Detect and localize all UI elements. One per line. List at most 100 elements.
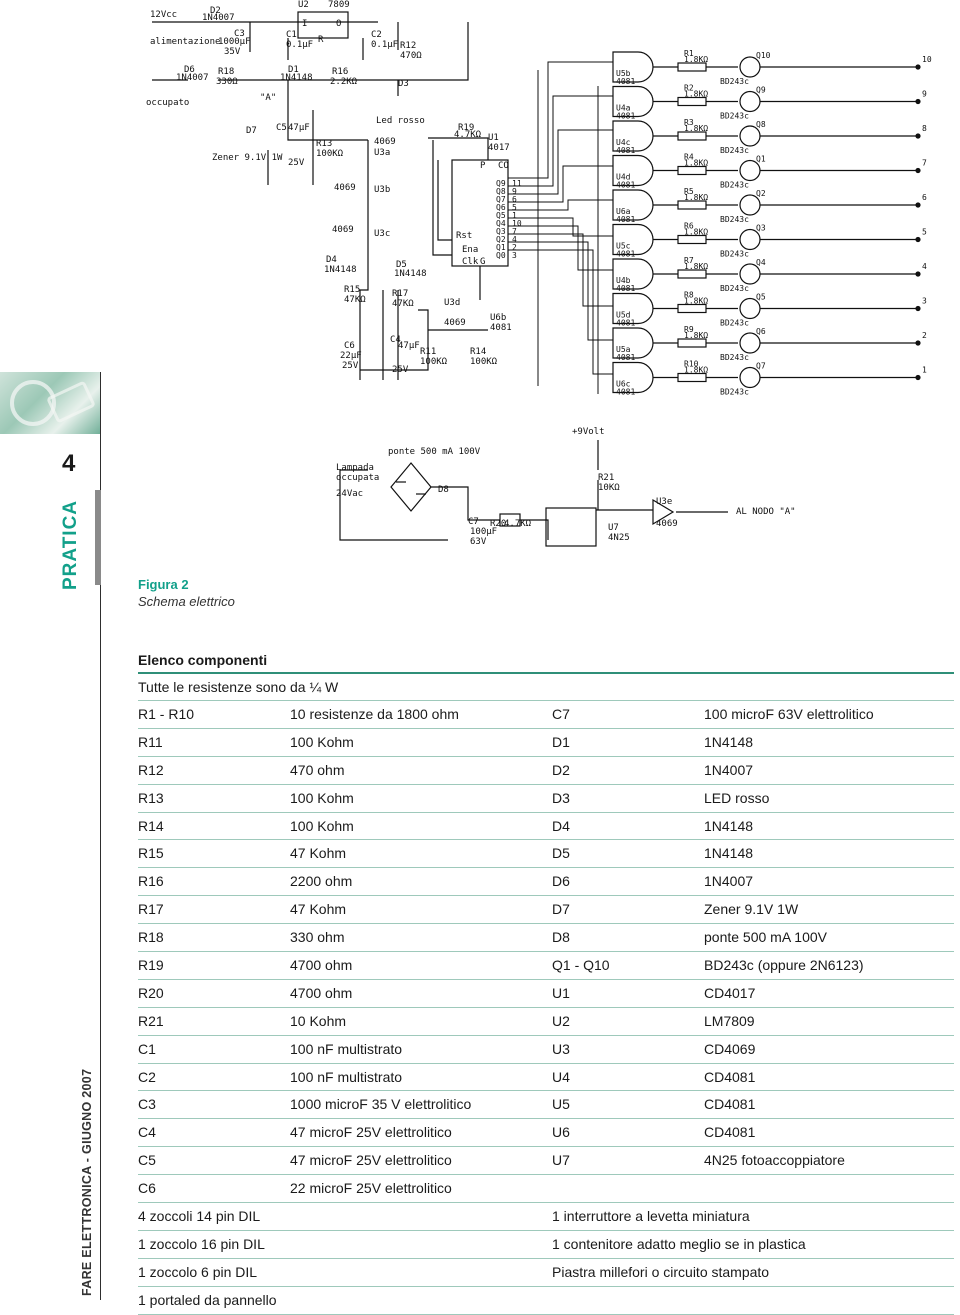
output-number: 4	[922, 262, 927, 271]
transistor-symbol	[739, 332, 761, 354]
gate-label: U6a	[616, 207, 631, 216]
component-cell: 100 Kohm	[290, 789, 354, 806]
component-cell: CD4081	[704, 1096, 756, 1113]
resistor-value: 1.8KΩ	[684, 193, 708, 202]
and-gate	[612, 85, 654, 118]
component-cell: CD4081	[704, 1068, 756, 1085]
schematic-label: 4.7KΩ	[454, 130, 482, 140]
base-resistor	[677, 269, 707, 279]
component-cell: U4	[552, 1068, 570, 1085]
gate-label: U4a	[616, 104, 631, 113]
u1-pin-label: Q0	[496, 251, 506, 260]
transistor-part: BD243c	[720, 181, 749, 190]
and-gate	[612, 327, 654, 359]
component-cell: C3	[138, 1096, 156, 1113]
schematic-label: 1000µF	[218, 37, 251, 47]
transistor-symbol	[739, 263, 761, 285]
schematic-label: 47KΩ	[344, 295, 366, 305]
resistor-label: R7	[684, 256, 694, 265]
base-resistor	[677, 96, 707, 107]
gate-part-label: 4081	[616, 77, 635, 86]
component-cell: Zener 9.1V 1W	[704, 901, 799, 918]
schematic-label: 1N4007	[176, 73, 209, 83]
u1-pin-label: Q3	[496, 227, 506, 236]
transistor-symbol	[739, 194, 761, 216]
and-gate	[612, 189, 654, 221]
schematic-label: 4069	[656, 519, 678, 529]
section-label: PRATICA	[60, 499, 81, 590]
schematic-label: 4N25	[608, 533, 630, 543]
schematic-label: 4081	[490, 323, 512, 333]
component-cell: CD4017	[704, 984, 756, 1001]
base-resistor	[677, 234, 707, 245]
schematic-label: C3	[234, 29, 245, 39]
component-cell: 1N4007	[704, 873, 754, 890]
output-terminal	[915, 271, 921, 277]
transistor-label: Q9	[756, 86, 766, 95]
component-cell: 1N4148	[704, 845, 754, 862]
schematic-label: R21	[598, 473, 614, 483]
resistor-label: R8	[684, 291, 694, 300]
component-cell: 4700 ohm	[290, 957, 353, 974]
schematic-label: 2.2KΩ	[330, 77, 358, 87]
figure-subtitle: Schema elettrico	[138, 594, 235, 609]
schematic-label: U1	[488, 133, 499, 143]
transistor-symbol	[739, 90, 761, 113]
resistor-label: R2	[684, 84, 694, 93]
output-number: 6	[922, 193, 927, 202]
component-cell: C2	[138, 1068, 156, 1085]
resistor-value: 1.8KΩ	[684, 366, 708, 375]
component-cell: 100 nF multistrato	[290, 1068, 403, 1085]
schematic-label: ponte 500 mA 100V	[388, 447, 481, 457]
resistor-label: R6	[684, 222, 694, 231]
component-cell: R17	[138, 901, 164, 918]
schematic-label: R17	[392, 289, 408, 299]
section-marker	[95, 490, 101, 585]
component-cell: LM7809	[704, 1012, 755, 1029]
and-gate	[612, 51, 654, 83]
and-gate	[612, 258, 654, 290]
schematic-label: 24Vac	[336, 489, 363, 499]
base-resistor	[677, 62, 707, 72]
schematic-label: CO	[498, 161, 509, 171]
schematic-label: Ena	[462, 245, 478, 255]
output-terminal	[915, 340, 921, 346]
component-cell: U2	[552, 1012, 570, 1029]
gate-label: U5b	[616, 69, 631, 78]
component-cell: R11	[138, 733, 163, 750]
transistor-label: Q4	[756, 258, 766, 267]
sidebar	[0, 372, 101, 1300]
schematic-label: U7	[608, 523, 619, 533]
schematic-label: 10KΩ	[598, 483, 620, 493]
schematic-label: R12	[400, 41, 416, 51]
schematic-label: G	[480, 257, 485, 267]
u1-pin-number: 11	[512, 179, 522, 188]
schematic-label: 100KΩ	[470, 357, 498, 367]
transistor-part: BD243c	[720, 77, 749, 86]
schematic-label: 0.1µF	[286, 40, 313, 50]
gate-label: U5a	[616, 345, 631, 354]
schematic-label: C5	[276, 123, 287, 133]
output-number: 1	[922, 366, 927, 375]
component-cell: 2200 ohm	[290, 873, 353, 890]
component-cell: D2	[552, 761, 570, 778]
component-cell: 100 nF multistrato	[290, 1040, 403, 1057]
resistor-label: R9	[684, 325, 694, 334]
schematic-label: C4	[390, 335, 401, 345]
component-row: 1 portaled da pannello	[138, 1287, 954, 1315]
schematic-label: 1N4148	[280, 73, 313, 83]
component-cell: 470 ohm	[290, 761, 345, 778]
component-cell: 1N4148	[704, 733, 754, 750]
schematic-label: 4069	[332, 225, 354, 235]
component-cell: BD243c (oppure 2N6123)	[704, 957, 864, 974]
u1-pin-number: 10	[512, 219, 522, 228]
